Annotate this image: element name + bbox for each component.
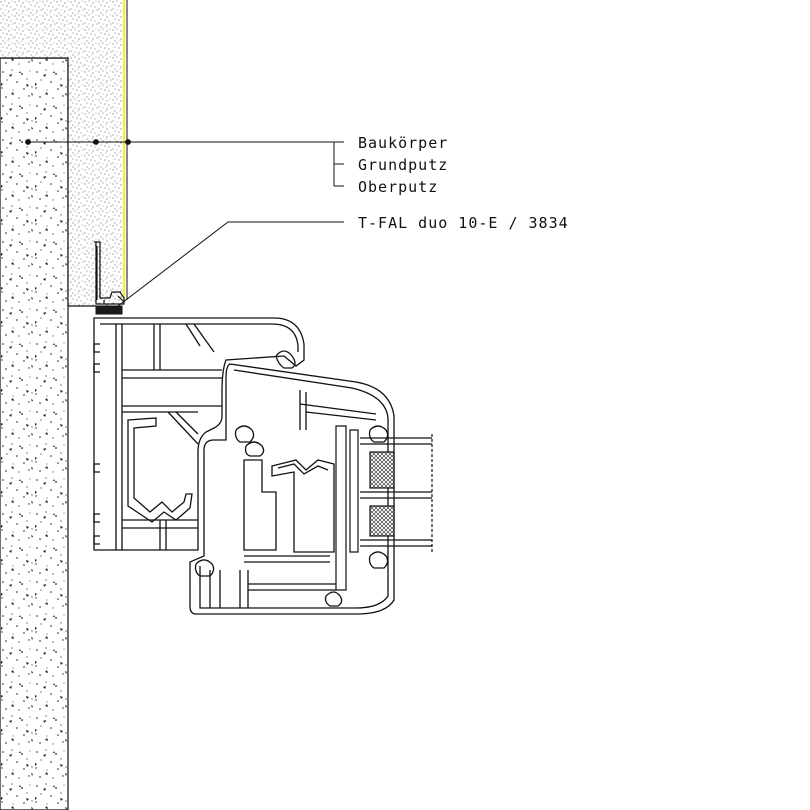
sash-reinforcement — [243, 459, 335, 553]
insulating-glass-unit — [335, 425, 433, 591]
frame-reinforcement — [127, 417, 193, 523]
window-sash — [189, 363, 395, 615]
base-plaster — [0, 0, 122, 307]
leader-lines — [25, 139, 344, 307]
window-frame — [93, 317, 305, 551]
label-grundputz: Grundputz — [358, 156, 448, 174]
label-oberputz: Oberputz — [358, 178, 438, 196]
plaster-connection-profile — [94, 241, 125, 315]
label-baukoerper: Baukörper — [358, 134, 448, 152]
finish-plaster — [122, 0, 128, 300]
label-profile-name: T-FAL duo 10-E / 3834 — [358, 214, 569, 232]
masonry-wall — [0, 57, 69, 810]
callout-labels: Baukörper Grundputz Oberputz T-FAL duo 1… — [358, 134, 569, 232]
